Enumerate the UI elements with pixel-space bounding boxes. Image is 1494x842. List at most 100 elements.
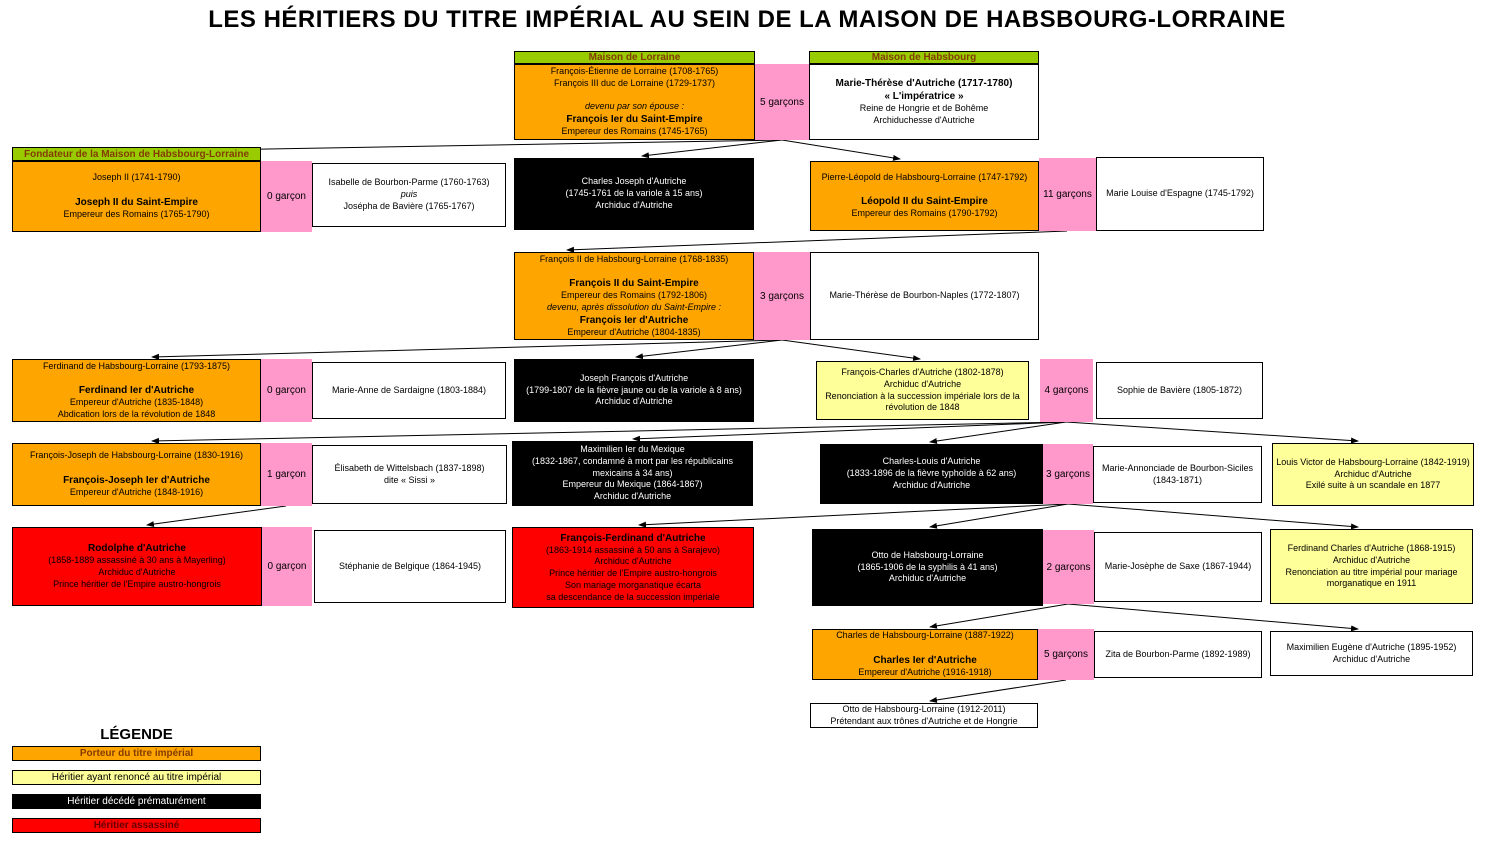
text-line xyxy=(15,372,258,384)
text-line: Archiduc d'Autriche xyxy=(594,556,672,567)
node-sons-3: 11 garçons xyxy=(1039,158,1096,231)
text-line: Archiduc d'Autriche xyxy=(595,396,673,407)
page-title: LES HÉRITIERS DU TITRE IMPÉRIAL AU SEIN … xyxy=(208,6,1286,33)
node-zita: Zita de Bourbon-Parme (1892-1989) xyxy=(1094,631,1262,678)
text-line: Pierre-Léopold de Habsbourg-Lorraine (17… xyxy=(821,171,1028,182)
text-line: Archiduc d'Autriche xyxy=(1332,554,1411,565)
text-line: François-Étienne de Lorraine (1708-1765) xyxy=(550,66,719,77)
node-hdr-lorraine: Maison de Lorraine xyxy=(514,51,755,64)
text-line: Empereur d'Autriche (1916-1918) xyxy=(858,666,992,677)
node-marie-therese: Marie-Thérèse d'Autriche (1717-1780)« L'… xyxy=(809,64,1039,140)
text-line: (1843-1871) xyxy=(1152,474,1203,485)
text-line: Renonciation au titre impérial pour mari… xyxy=(1285,566,1458,589)
node-joseph-francois: Joseph François d'Autriche(1799-1807 de … xyxy=(514,359,754,422)
text-line: devenu par son épouse : xyxy=(584,101,685,112)
text-line: Maximilien Eugène d'Autriche (1895-1952) xyxy=(1286,641,1457,652)
text-line: 1 garçon xyxy=(267,469,306,480)
text-line: Empereur du Mexique (1864-1867) xyxy=(562,479,703,490)
text-line: Fondateur de la Maison de Habsbourg-Lorr… xyxy=(23,148,250,160)
text-line: 4 garçons xyxy=(1044,385,1089,396)
text-line: Joseph II (1741-1790) xyxy=(92,172,181,183)
text-line: François II du Saint-Empire xyxy=(569,278,699,290)
text-line: Archiduc d'Autriche xyxy=(1332,653,1411,664)
node-isabelle: Isabelle de Bourbon-Parme (1760-1763)pui… xyxy=(312,163,506,227)
node-mt-naples: Marie-Thérèse de Bourbon-Naples (1772-18… xyxy=(810,252,1039,340)
text-line: Archiduchesse d'Autriche xyxy=(873,115,975,125)
text-line: Élisabeth de Wittelsbach (1837-1898) xyxy=(334,462,485,473)
node-sons-2: 0 garçon xyxy=(261,161,312,232)
text-line: Marie-Anne de Sardaigne (1803-1884) xyxy=(331,384,487,395)
legend-item-orange: Porteur du titre impérial xyxy=(12,746,261,761)
node-hdr-habsbourg: Maison de Habsbourg xyxy=(809,51,1039,64)
node-francois-ferdinand: François-Ferdinand d'Autriche(1863-1914 … xyxy=(512,527,754,608)
text-line: 0 garçon xyxy=(267,561,307,572)
text-line: Marie-Thérèse de Bourbon-Naples (1772-18… xyxy=(829,290,1020,301)
node-joseph-2: Joseph II (1741-1790) Joseph II du Saint… xyxy=(12,161,261,232)
text-line: François-Charles d'Autriche (1802-1878) xyxy=(841,367,1004,378)
node-sophie: Sophie de Bavière (1805-1872) xyxy=(1096,362,1263,419)
legend-item-black: Héritier décédé prématurément xyxy=(12,794,261,809)
text-line: Charles de Habsbourg-Lorraine (1887-1922… xyxy=(836,630,1014,641)
text-line: (1799-1807 de la fièvre jaune ou de la v… xyxy=(526,384,742,395)
text-line: devenu, après dissolution du Saint-Empir… xyxy=(546,301,722,312)
text-line: Marie-Thérèse d'Autriche (1717-1780) xyxy=(835,78,1013,90)
text-line: Reine de Hongrie et de Bohême xyxy=(859,103,989,114)
node-francois-etienne: François-Étienne de Lorraine (1708-1765)… xyxy=(514,64,755,140)
node-marie-louise: Marie Louise d'Espagne (1745-1792) xyxy=(1096,157,1264,231)
text-line: Exilé suite à un scandale en 1877 xyxy=(1305,480,1441,491)
text-line: sa descendance de la succession impérial… xyxy=(546,591,720,602)
text-line: Archiduc d'Autriche xyxy=(883,378,962,389)
node-sons-7: 1 garçon xyxy=(261,443,312,506)
text-line: puis xyxy=(400,189,418,200)
text-line: (1832-1867, condamné à mort par les répu… xyxy=(531,455,734,466)
text-line: François Ier d'Autriche xyxy=(579,314,689,326)
node-otto-fils: Otto de Habsbourg-Lorraine (1912-2011)Pr… xyxy=(810,703,1038,728)
node-ferdinand-1: Ferdinand de Habsbourg-Lorraine (1793-18… xyxy=(12,359,261,422)
text-line: 3 garçons xyxy=(1046,468,1090,480)
text-line: Charles Ier d'Autriche xyxy=(873,654,977,666)
text-line: Marie-Annonciade de Bourbon-Siciles xyxy=(1101,462,1254,473)
node-hdr-fondateur: Fondateur de la Maison de Habsbourg-Lorr… xyxy=(12,147,261,161)
text-line: Ferdinand de Habsbourg-Lorraine (1793-18… xyxy=(42,360,231,371)
text-line: Otto de Habsbourg-Lorraine xyxy=(871,549,984,560)
text-line: (1858-1889 assassiné à 30 ans à Mayerlin… xyxy=(48,555,226,566)
text-line: 0 garçon xyxy=(267,191,306,202)
text-line: Charles Joseph d'Autriche xyxy=(581,176,687,187)
node-sons-6: 4 garçons xyxy=(1040,359,1093,422)
text-line: Charles-Louis d'Autriche xyxy=(882,456,981,467)
text-line: (1863-1914 assassiné à 50 ans à Sarajevo… xyxy=(545,544,721,555)
text-line: Archiduc d'Autriche xyxy=(888,573,967,584)
node-elisabeth: Élisabeth de Wittelsbach (1837-1898)dite… xyxy=(312,445,507,504)
text-line: 5 garçons xyxy=(760,96,804,108)
text-line: Joseph II du Saint-Empire xyxy=(75,196,198,208)
node-marie-anne: Marie-Anne de Sardaigne (1803-1884) xyxy=(312,362,506,419)
text-line: Archiduc d'Autriche xyxy=(1334,468,1412,479)
text-line: Marie Louise d'Espagne (1745-1792) xyxy=(1106,188,1254,199)
text-line: Prince héritier de l'Empire austro-hongr… xyxy=(53,578,221,589)
text-line: Archiduc d'Autriche xyxy=(892,479,971,490)
node-sons-8: 3 garçons xyxy=(1043,444,1093,504)
node-sons-10: 2 garçons xyxy=(1043,530,1094,604)
text-line: Empereur des Romains (1792-1806) xyxy=(560,290,708,301)
text-line: Maison de Lorraine xyxy=(588,52,681,63)
text-line: Prétendant aux trônes d'Autriche et de H… xyxy=(830,715,1018,726)
text-line: Louis Victor de Habsbourg-Lorraine (1842… xyxy=(1276,456,1470,467)
text-line: François III duc de Lorraine (1729-1737) xyxy=(553,77,716,88)
node-louis-victor: Louis Victor de Habsbourg-Lorraine (1842… xyxy=(1272,443,1474,506)
text-line: Son mariage morganatique écarta xyxy=(564,579,702,590)
node-sons-9: 0 garçon xyxy=(262,527,312,606)
node-maximilien-eugene: Maximilien Eugène d'Autriche (1895-1952)… xyxy=(1270,631,1473,676)
text-line: Sophie de Bavière (1805-1872) xyxy=(1116,384,1243,395)
text-line: Isabelle de Bourbon-Parme (1760-1763) xyxy=(328,177,490,188)
text-line xyxy=(517,265,751,277)
node-maximilien-mex: Maximilien Ier du Mexique(1832-1867, con… xyxy=(512,441,753,506)
node-marie-annonciade: Marie-Annonciade de Bourbon-Siciles(1843… xyxy=(1093,446,1262,503)
text-line: (1745-1761 de la variole à 15 ans) xyxy=(565,188,703,199)
text-line: Josépha de Bavière (1765-1767) xyxy=(343,200,475,211)
node-charles-1: Charles de Habsbourg-Lorraine (1887-1922… xyxy=(812,629,1038,680)
node-otto-hl: Otto de Habsbourg-Lorraine(1865-1906 de … xyxy=(812,529,1043,606)
text-line: Joseph François d'Autriche xyxy=(579,372,689,383)
text-line: mexicains à 34 ans) xyxy=(592,467,673,478)
node-sons-5: 0 garçon xyxy=(261,359,312,422)
